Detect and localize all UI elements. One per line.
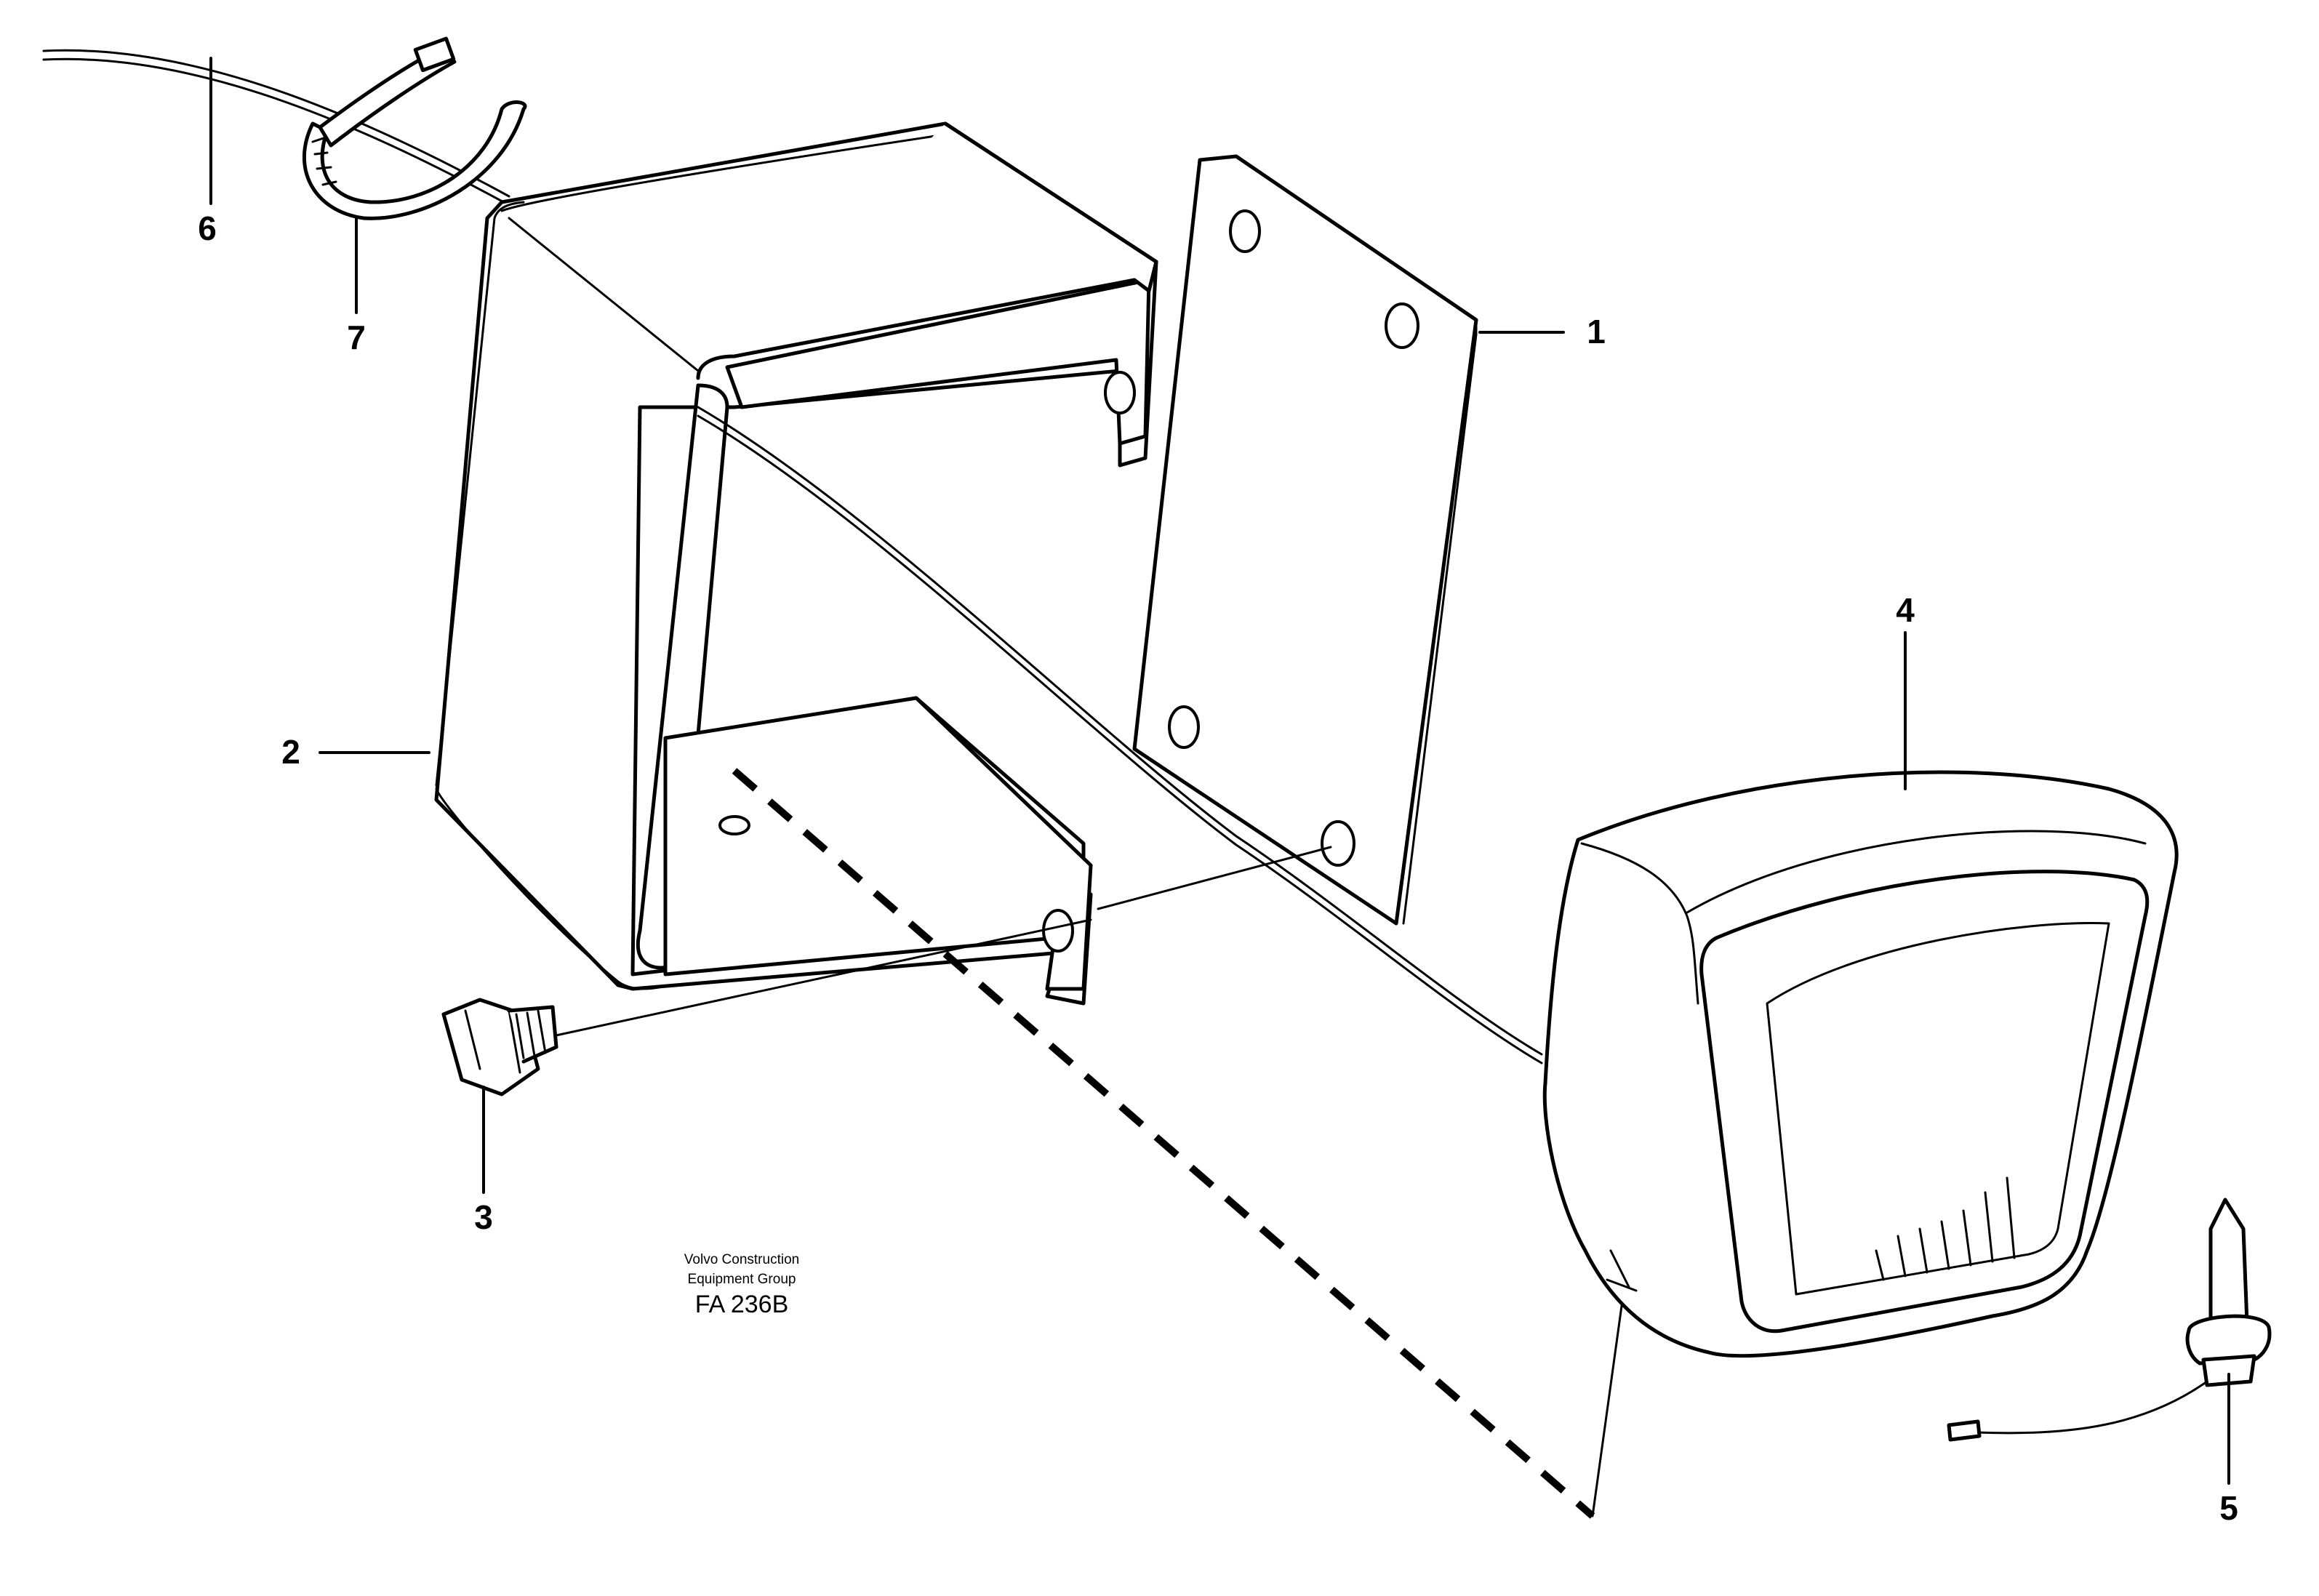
credit-line-2: Equipment Group (688, 1272, 796, 1287)
lamp-cable (697, 406, 1543, 1056)
part-4-work-lamp (1542, 770, 2179, 1358)
part-1-plate (1132, 154, 1478, 926)
part-7-cable-tie (302, 36, 527, 220)
callout-3: 3 (474, 1198, 493, 1236)
part-6-cable (42, 49, 510, 198)
callout-4: 4 (1896, 591, 1915, 629)
part-5-bulb (1947, 1198, 2272, 1442)
credit-line-1: Volvo Construction (684, 1252, 799, 1267)
figure-code: FA 236B (695, 1291, 789, 1318)
callout-6: 6 (198, 209, 217, 247)
callout-5: 5 (2219, 1489, 2238, 1527)
callout-1: 1 (1587, 313, 1606, 350)
part-3-bolt (441, 998, 558, 1096)
callout-2: 2 (281, 733, 300, 771)
callout-7: 7 (347, 318, 366, 356)
part-2-bracket (434, 121, 1158, 1006)
assembly-dashed-line (732, 768, 1595, 1519)
